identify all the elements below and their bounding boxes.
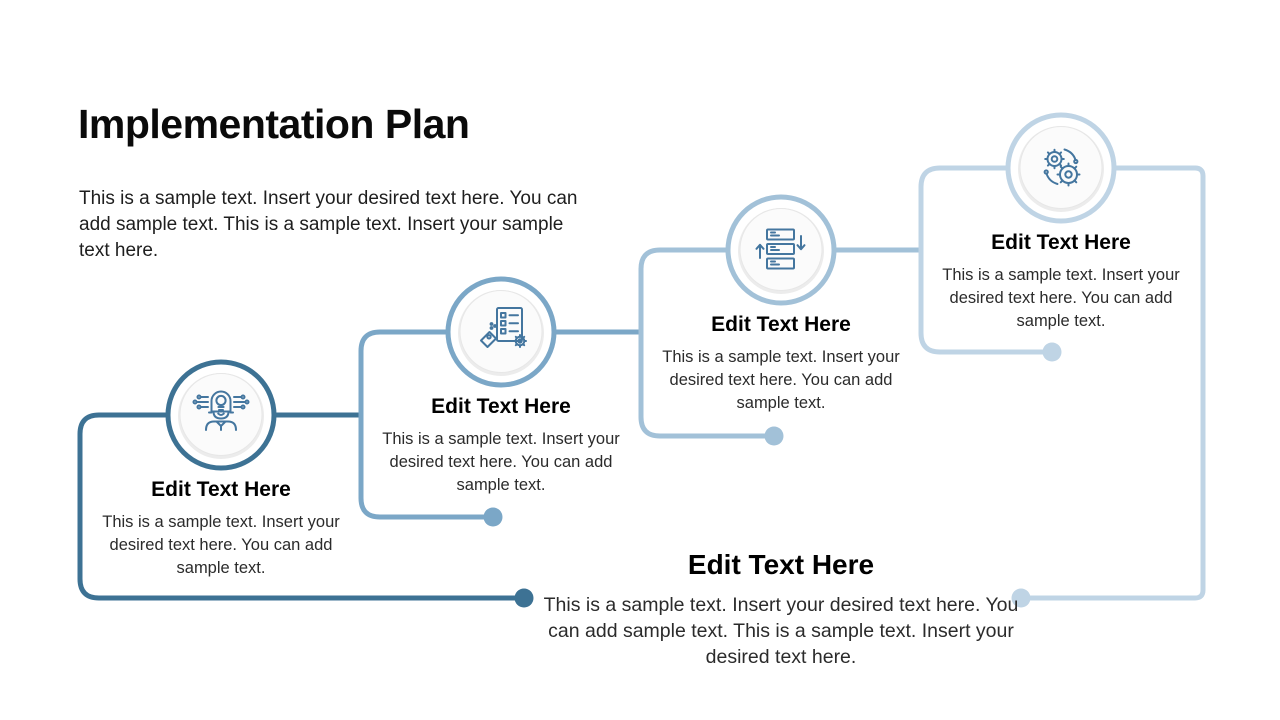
step2-connector-line [358,329,641,520]
step2-heading: Edit Text Here [431,395,571,418]
conclusion-body: This is a sample text. Insert your desir… [543,594,1019,668]
step3-end-dot [764,426,784,446]
gears-icon [1043,148,1081,187]
intro-text[interactable]: This is a sample text. Insert your desir… [79,188,578,261]
step1-end-dot [514,588,534,608]
step1-text-block[interactable]: Edit Text Here This is a sample text. In… [89,478,353,580]
step4-body: This is a sample text. Insert your desir… [942,266,1180,330]
workflow-stack-icon [755,228,806,270]
conclusion-text-block[interactable]: Edit Text Here This is a sample text. In… [541,549,1021,670]
step4-circle-badge [1005,112,1117,224]
step3-body: This is a sample text. Insert your desir… [662,348,900,412]
step3-circle-badge [725,194,837,306]
step4-heading: Edit Text Here [991,231,1131,254]
step3-disc [739,208,823,291]
step3-text-block[interactable]: Edit Text Here This is a sample text. In… [649,313,913,415]
page-title[interactable]: Implementation Plan [78,101,470,147]
step1-body: This is a sample text. Insert your desir… [102,513,340,577]
step2-body: This is a sample text. Insert your desir… [382,430,620,494]
step2-circle-badge [445,276,557,388]
step2-end-dot [483,507,503,527]
conclusion-end-dot [1011,588,1031,608]
checklist-tag-icon [480,307,527,348]
step4-end-dot [1042,342,1062,362]
creative-mind-icon [192,390,250,431]
step1-circle-badge [165,359,277,471]
step3-heading: Edit Text Here [711,313,851,336]
step1-heading: Edit Text Here [151,478,291,501]
step1-connector-line [77,412,524,601]
step2-text-block[interactable]: Edit Text Here This is a sample text. In… [369,395,633,497]
step3-connector-line [638,247,921,439]
step4-text-block[interactable]: Edit Text Here This is a sample text. In… [929,231,1193,333]
conclusion-heading: Edit Text Here [687,549,875,580]
